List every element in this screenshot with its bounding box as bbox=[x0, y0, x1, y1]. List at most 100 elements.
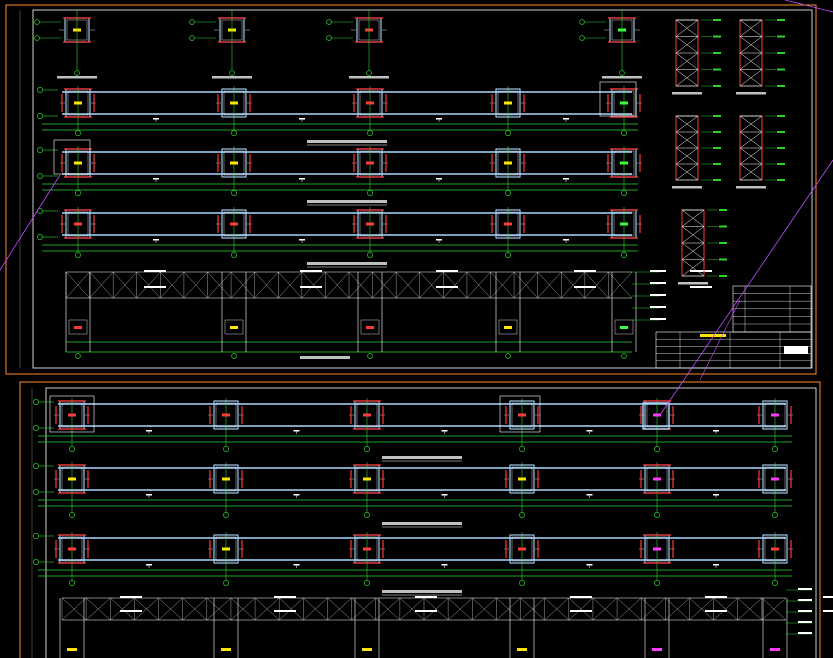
truss-label bbox=[120, 596, 142, 598]
highlight-box bbox=[599, 81, 637, 117]
column-inner-outline bbox=[61, 402, 83, 428]
column-tag bbox=[504, 101, 512, 105]
column-inner-outline bbox=[215, 466, 237, 492]
truss-diagonal bbox=[61, 597, 87, 621]
truss-label bbox=[823, 610, 833, 612]
span-dimension-mark bbox=[563, 239, 569, 241]
column-tag bbox=[504, 222, 512, 226]
column-outline bbox=[762, 400, 788, 430]
truss-diagonal bbox=[372, 271, 397, 299]
lower-sheet bbox=[19, 381, 833, 658]
column-outline bbox=[213, 534, 239, 564]
column-tag bbox=[74, 101, 82, 105]
upper-plan-1 bbox=[37, 86, 642, 146]
truss-diagonal bbox=[230, 597, 256, 621]
column-tag bbox=[74, 161, 82, 165]
column-inner-outline bbox=[646, 466, 668, 492]
span-dimension-mark bbox=[563, 118, 569, 120]
column-marker bbox=[54, 464, 90, 494]
elevation-column-tag bbox=[504, 326, 512, 329]
axis-bubble-column bbox=[654, 446, 660, 452]
plan-caption bbox=[307, 140, 387, 143]
truss-label bbox=[705, 610, 727, 612]
axis-bubble-column bbox=[519, 512, 525, 518]
truss-diagonal bbox=[568, 597, 594, 621]
truss-diagonal bbox=[134, 597, 159, 621]
column-inner-outline bbox=[497, 90, 519, 116]
column-tag bbox=[222, 547, 230, 551]
axis-bubble-column bbox=[75, 252, 81, 258]
truss-label bbox=[274, 596, 296, 598]
column-tag bbox=[771, 413, 779, 417]
truss-label bbox=[823, 596, 833, 598]
column-tag bbox=[620, 161, 628, 165]
truss-label bbox=[274, 610, 296, 612]
column-tag bbox=[504, 161, 512, 165]
axis-bubble bbox=[34, 35, 40, 41]
axis-bubble-column bbox=[621, 252, 627, 258]
tower-brace bbox=[681, 226, 705, 244]
detail-caption bbox=[57, 76, 97, 79]
column-outline bbox=[221, 209, 247, 239]
column-inner-outline bbox=[497, 150, 519, 176]
axis-bubble bbox=[74, 70, 80, 76]
level-marker-label bbox=[798, 632, 812, 634]
axis-bubble-column bbox=[772, 580, 778, 586]
column-marker bbox=[504, 400, 540, 430]
span-dimension-mark bbox=[299, 118, 305, 120]
column-outline bbox=[221, 148, 247, 178]
truss-diagonal bbox=[513, 271, 538, 299]
truss-diagonal bbox=[278, 271, 302, 299]
upper-sheet bbox=[5, 4, 817, 375]
tower-brace bbox=[675, 147, 699, 165]
tower-brace bbox=[739, 147, 763, 165]
truss-label bbox=[690, 270, 712, 272]
column-outline bbox=[509, 464, 535, 494]
lower-plan-3 bbox=[33, 532, 793, 596]
axis-bubble-column bbox=[621, 130, 627, 136]
column-marker bbox=[216, 148, 252, 178]
truss-diagonal bbox=[689, 597, 714, 621]
axis-bubble-column bbox=[75, 130, 81, 136]
truss-diagonal bbox=[182, 597, 207, 621]
span-dimension-mark bbox=[293, 564, 300, 566]
truss-diagonal bbox=[447, 597, 473, 621]
truss-label bbox=[570, 596, 592, 598]
column-inner-outline bbox=[223, 211, 245, 237]
upper-plan-3 bbox=[37, 207, 642, 268]
tower-brace bbox=[681, 242, 705, 260]
leader-line-top-right bbox=[784, 0, 833, 13]
axis-bubble bbox=[189, 19, 195, 25]
axis-bubble-column bbox=[505, 190, 511, 196]
column-tag bbox=[366, 161, 374, 165]
column-marker bbox=[606, 88, 642, 118]
tower-brace bbox=[675, 69, 699, 87]
level-marker-label bbox=[798, 588, 812, 590]
truss-diagonal bbox=[160, 271, 185, 299]
span-dimension-mark bbox=[436, 118, 442, 120]
tower-brace bbox=[739, 19, 763, 37]
truss-diagonal bbox=[616, 597, 642, 621]
column-inner-outline bbox=[511, 536, 533, 562]
column-outline bbox=[221, 88, 247, 118]
axis-bubble-row bbox=[37, 234, 43, 240]
column-outline bbox=[495, 148, 521, 178]
span-dimension-mark bbox=[153, 239, 159, 241]
column-tag bbox=[653, 413, 661, 417]
span-dimension-mark bbox=[441, 494, 448, 496]
column-inner-outline bbox=[61, 466, 83, 492]
column-outline bbox=[213, 464, 239, 494]
tower-level-label bbox=[777, 179, 785, 181]
axis-bubble-column bbox=[505, 130, 511, 136]
level-marker-label bbox=[650, 282, 666, 284]
span-dimension-mark bbox=[563, 178, 569, 180]
span-dimension-mark bbox=[441, 430, 448, 432]
title-block-project-field bbox=[784, 346, 808, 354]
truss-label bbox=[300, 270, 322, 272]
elevation-caption bbox=[300, 356, 350, 359]
truss-diagonal bbox=[399, 597, 425, 621]
plan-caption bbox=[307, 200, 387, 203]
tower-brace bbox=[675, 163, 699, 181]
column-marker bbox=[606, 148, 642, 178]
